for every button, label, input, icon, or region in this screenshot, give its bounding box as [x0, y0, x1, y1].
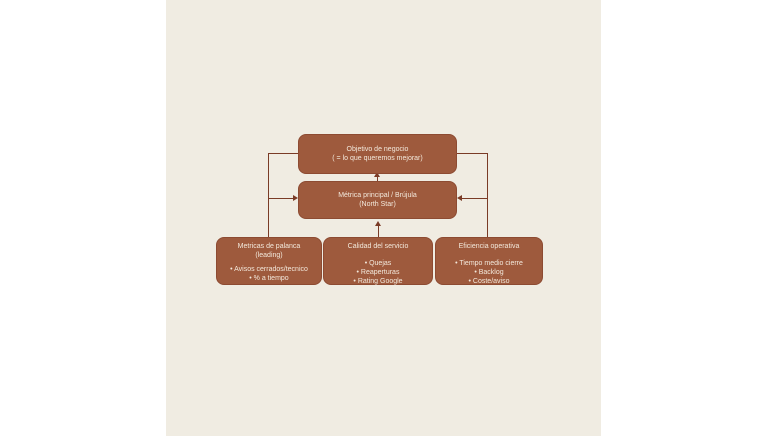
lever-metrics-bullets: • Avisos cerrados/tecnico • % a tiempo — [217, 265, 321, 283]
north-star-box: Métrica principal / Brújula (North Star) — [298, 181, 457, 219]
arrowhead-into-northstar-right-icon — [457, 195, 462, 201]
bullet-item: • Tiempo medio cierre — [455, 260, 523, 267]
operational-efficiency-title: Eficiencia operativa — [458, 243, 520, 250]
connector-right-to-northstar — [462, 198, 487, 199]
service-quality-bullets: • Quejas • Reaperturas • Rating Google — [324, 259, 432, 286]
connector-northstar-to-objective — [377, 176, 378, 181]
connector-left-to-objective — [268, 153, 298, 154]
connector-right-vertical — [487, 153, 488, 237]
arrowhead-into-northstar-left-icon — [293, 195, 298, 201]
service-quality-box: Calidad del servicio • Quejas • Reapertu… — [323, 237, 433, 285]
lever-metrics-box: Metricas de palanca (leading) • Avisos c… — [216, 237, 322, 285]
objective-box: Objetivo de negocio ( = lo que queremos … — [298, 134, 457, 174]
north-star-line-1: Métrica principal / Brújula — [338, 192, 417, 199]
bullet-item: • Avisos cerrados/tecnico — [230, 266, 308, 273]
operational-efficiency-bullets: • Tiempo medio cierre • Backlog • Coste/… — [436, 259, 542, 286]
bullet-item: • Quejas — [364, 260, 392, 267]
arrowhead-into-northstar-bottom-icon — [375, 221, 381, 226]
operational-efficiency-box: Eficiencia operativa • Tiempo medio cier… — [435, 237, 543, 285]
lever-metrics-title: Metricas de palanca (leading) — [237, 243, 301, 259]
bullet-item: • Rating Google — [353, 278, 403, 285]
north-star-line-2: (North Star) — [359, 201, 396, 208]
bullet-item: • % a tiempo — [249, 275, 289, 282]
connector-right-to-objective — [457, 153, 487, 154]
arrowhead-into-objective-icon — [374, 172, 380, 177]
bullet-item: • Coste/aviso — [468, 278, 510, 285]
bullet-item: • Reaperturas — [356, 269, 400, 276]
slide-canvas: Objetivo de negocio ( = lo que queremos … — [166, 0, 601, 436]
connector-left-to-northstar — [268, 198, 293, 199]
connector-quality-to-northstar — [378, 225, 379, 237]
connector-left-vertical — [268, 153, 269, 237]
service-quality-title: Calidad del servicio — [347, 243, 409, 250]
objective-line-2: ( = lo que queremos mejorar) — [332, 155, 423, 162]
objective-line-1: Objetivo de negocio — [346, 146, 409, 153]
bullet-item: • Backlog — [474, 269, 504, 276]
